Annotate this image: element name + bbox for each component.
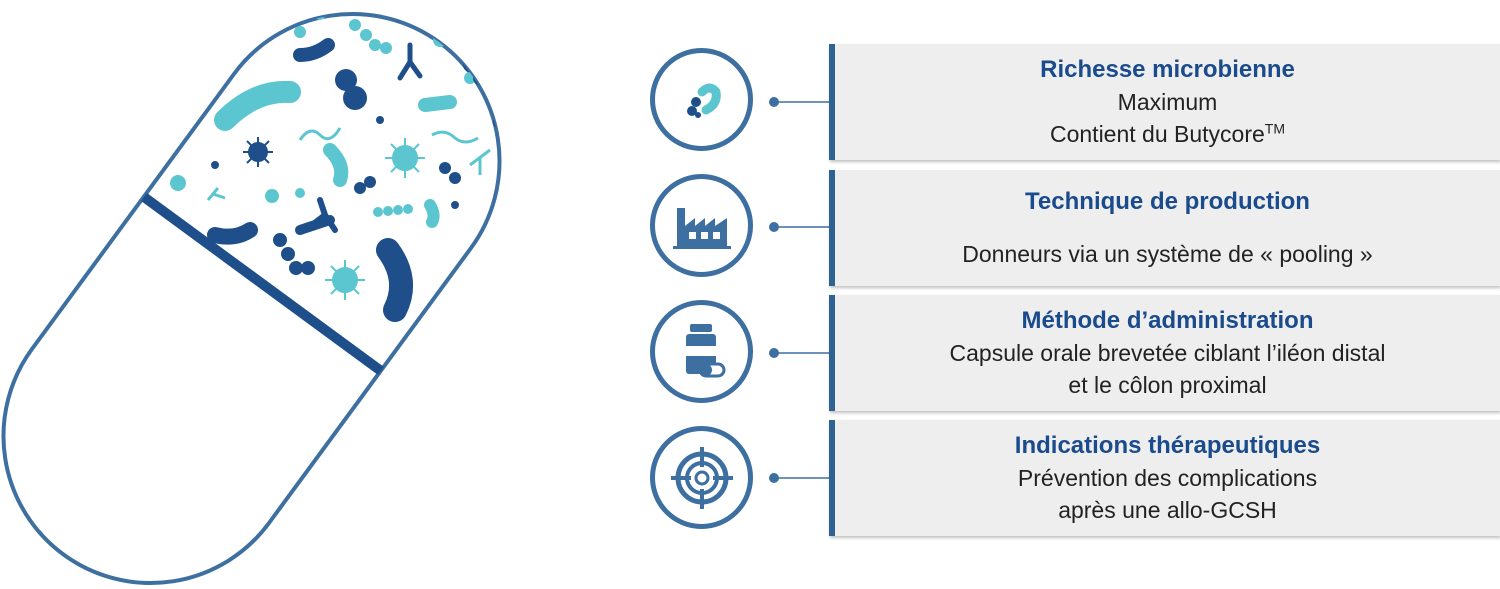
target-icon <box>650 426 753 529</box>
panel-text: Donneurs via un système de « pooling » <box>962 241 1373 267</box>
panel-text: Contient du ButycoreTM <box>1049 120 1285 147</box>
panel-text: Capsule orale brevetée ciblant l’iléon d… <box>949 340 1386 366</box>
panel-therapeutic-indications: Indications thérapeutiques Prévention de… <box>829 420 1500 536</box>
panel-production-technique: Technique de production Donneurs via un … <box>829 170 1500 286</box>
panel-title: Richesse microbienne <box>1040 56 1295 83</box>
panel-microbial-richness: Richesse microbienne Maximum Contient du… <box>829 44 1500 160</box>
panel-text: et le côlon proximal <box>1068 372 1267 398</box>
factory-icon <box>650 174 753 277</box>
connector-2 <box>769 222 833 232</box>
connector-3 <box>769 348 833 358</box>
connector-1 <box>769 97 833 107</box>
capsule-illustration <box>1 12 502 585</box>
capsule-seam <box>141 192 384 376</box>
panel-text: après une allo-GCSH <box>1058 497 1277 523</box>
panel-title: Indications thérapeutiques <box>1014 432 1321 459</box>
panel-text: Prévention des complications <box>1017 465 1318 491</box>
bacteria-icon <box>650 48 753 151</box>
connector-4 <box>769 473 833 483</box>
panel-title: Méthode d’administration <box>1021 307 1314 334</box>
trademark-sup: TM <box>1264 120 1285 137</box>
panel-administration-method: Méthode d’administration Capsule orale b… <box>829 295 1500 411</box>
panel-text: Maximum <box>1117 89 1218 115</box>
pill-bottle-icon <box>650 300 753 403</box>
capsule-body <box>1 12 502 585</box>
panel-title: Technique de production <box>1025 188 1310 215</box>
